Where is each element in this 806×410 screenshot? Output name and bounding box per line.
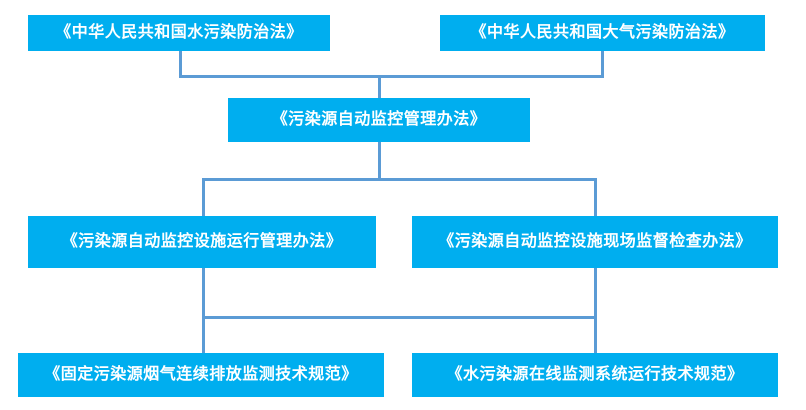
node-law-air-label: 《中华人民共和国大气污染防治法》 (470, 24, 735, 42)
node-measure-auto-monitor[interactable]: 《污染源自动监控管理办法》 (228, 98, 530, 142)
edge-bus-to-spec-water-online (594, 316, 597, 355)
edge-law-water-stem (179, 51, 182, 75)
edge-onsite-inspection-stem (594, 268, 597, 316)
node-law-water[interactable]: 《中华人民共和国水污染防治法》 (28, 15, 330, 51)
edge-bus-to-spec-flue-gas (202, 316, 205, 355)
node-measure-facility-operation-label: 《污染源自动监控设施运行管理办法》 (61, 233, 343, 251)
edge-bus-to-facility-operation (202, 178, 205, 216)
edge-bus-to-onsite-inspection (594, 178, 597, 216)
node-spec-flue-gas[interactable]: 《固定污染源烟气连续排放监测技术规范》 (18, 353, 384, 397)
node-measure-onsite-inspection[interactable]: 《污染源自动监控设施现场监督检查办法》 (412, 216, 778, 268)
edge-auto-monitor-stem (378, 142, 381, 178)
edge-facility-operation-stem (202, 268, 205, 316)
node-spec-water-online-label: 《水污染源在线监测系统运行技术规范》 (446, 366, 744, 384)
edge-level1-bus (179, 75, 604, 78)
node-measure-onsite-inspection-label: 《污染源自动监控设施现场监督检查办法》 (438, 233, 752, 251)
node-spec-flue-gas-label: 《固定污染源烟气连续排放监测技术规范》 (44, 366, 358, 384)
edge-law-air-stem (601, 51, 604, 75)
edge-level3-bus (202, 316, 597, 319)
edge-bus-to-auto-monitor (378, 75, 381, 100)
node-measure-facility-operation[interactable]: 《污染源自动监控设施运行管理办法》 (28, 216, 376, 268)
node-law-water-label: 《中华人民共和国水污染防治法》 (55, 24, 303, 42)
edge-level2-bus (202, 178, 597, 181)
node-law-air[interactable]: 《中华人民共和国大气污染防治法》 (440, 15, 765, 51)
node-spec-water-online[interactable]: 《水污染源在线监测系统运行技术规范》 (412, 353, 778, 397)
node-measure-auto-monitor-label: 《污染源自动监控管理办法》 (271, 111, 487, 129)
